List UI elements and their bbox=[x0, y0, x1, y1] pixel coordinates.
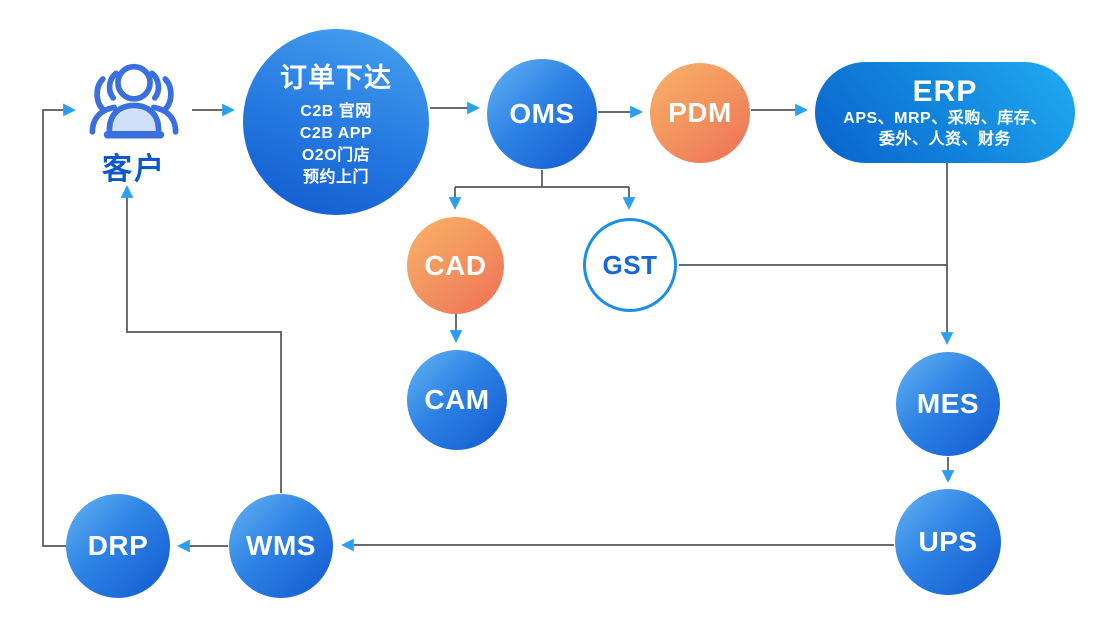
erp-subtitle-line2: 委外、人资、财务 bbox=[878, 130, 1011, 148]
drp-label: DRP bbox=[87, 530, 149, 561]
node-wms: WMS bbox=[229, 494, 333, 598]
customers-icon bbox=[89, 63, 179, 139]
node-cad: CAD bbox=[407, 217, 504, 314]
erp-subtitle-line1: APS、MRP、采购、库存、 bbox=[843, 109, 1047, 127]
order-title: 订单下达 bbox=[280, 62, 392, 93]
connector-oms-branch bbox=[455, 170, 629, 188]
mes-label: MES bbox=[916, 388, 980, 419]
node-oms: OMS bbox=[487, 59, 597, 169]
customer-label: 客户 bbox=[102, 153, 166, 186]
node-ups: UPS bbox=[895, 489, 1001, 595]
pdm-label: PDM bbox=[668, 97, 732, 128]
node-order-placement: 订单下达 C2B 官网 C2B APP O2O门店 预约上门 bbox=[243, 29, 429, 215]
node-gst: GST bbox=[583, 218, 677, 312]
connector-wms-to-customer bbox=[120, 185, 282, 493]
wms-label: WMS bbox=[246, 530, 316, 561]
cad-label: CAD bbox=[424, 249, 487, 281]
order-channel-appointment: 预约上门 bbox=[302, 168, 369, 186]
node-erp: ERP APS、MRP、采购、库存、 委外、人资、财务 bbox=[815, 62, 1075, 163]
node-mes: MES bbox=[896, 352, 1000, 456]
connector-drp-to-customer bbox=[42, 103, 76, 547]
order-channel-c2b-web: C2B 官网 bbox=[300, 102, 372, 120]
gst-label: GST bbox=[602, 249, 658, 280]
customer-node: 客户 bbox=[78, 50, 190, 188]
node-drp: DRP bbox=[66, 494, 170, 598]
node-pdm: PDM bbox=[650, 63, 750, 163]
order-channel-c2b-app: C2B APP bbox=[299, 124, 373, 142]
cam-label: CAM bbox=[424, 384, 490, 415]
erp-title: ERP bbox=[912, 74, 978, 108]
order-channel-o2o-store: O2O门店 bbox=[301, 146, 371, 164]
oms-label: OMS bbox=[509, 98, 575, 129]
node-cam: CAM bbox=[407, 350, 507, 450]
ups-label: UPS bbox=[918, 526, 978, 557]
